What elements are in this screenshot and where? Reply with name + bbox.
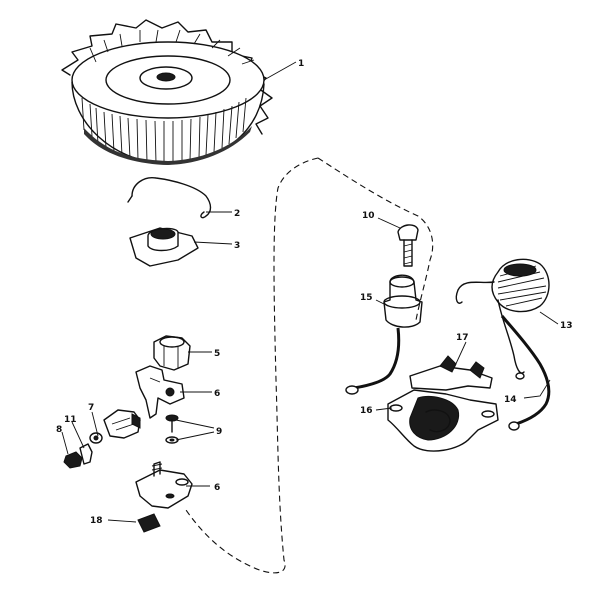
callout-17: 17 — [456, 333, 469, 343]
flywheel-part — [61, 19, 273, 165]
armature-bracket-part — [387, 355, 499, 452]
screw-part — [397, 224, 419, 267]
callout-8: 8 — [56, 425, 62, 435]
callout-10: 10 — [362, 211, 375, 221]
washer-part — [89, 432, 103, 444]
base-plate-part — [135, 461, 193, 509]
screw-washer-part — [165, 414, 179, 444]
leader-lines — [61, 61, 559, 523]
nut-part — [153, 335, 191, 371]
small-nut-part — [63, 451, 83, 469]
callout-2: 2 — [234, 209, 240, 219]
callout-labels: 1 2 3 5 6 6 7 7 8 9 10 11 13 14 15 16 17… — [56, 59, 573, 526]
ground-lead-part — [500, 315, 551, 431]
felt-pad-part — [137, 513, 161, 533]
clip-part — [79, 443, 93, 465]
key-cover-part — [129, 227, 199, 267]
contact-bracket-part — [103, 409, 141, 439]
callout-3: 3 — [234, 241, 240, 251]
callout-7-bracket: 7 — [88, 403, 94, 413]
ignition-coil-part — [455, 258, 550, 380]
assembly-group-outline — [185, 157, 434, 574]
callout-18: 18 — [90, 516, 103, 526]
callout-14: 14 — [504, 395, 517, 405]
breaker-arm-part — [135, 365, 185, 419]
callout-11: 11 — [64, 415, 77, 425]
callout-6-plate: 6 — [214, 483, 220, 493]
callout-16: 16 — [360, 406, 373, 416]
callout-13: 13 — [560, 321, 573, 331]
callout-9: 9 — [216, 427, 222, 437]
callout-5: 5 — [214, 349, 220, 359]
condenser-part — [345, 274, 423, 395]
spring-wire-part — [127, 177, 212, 219]
callout-15: 15 — [360, 293, 373, 303]
callout-1: 1 — [298, 59, 304, 69]
callout-6-arm: 6 — [214, 389, 220, 399]
